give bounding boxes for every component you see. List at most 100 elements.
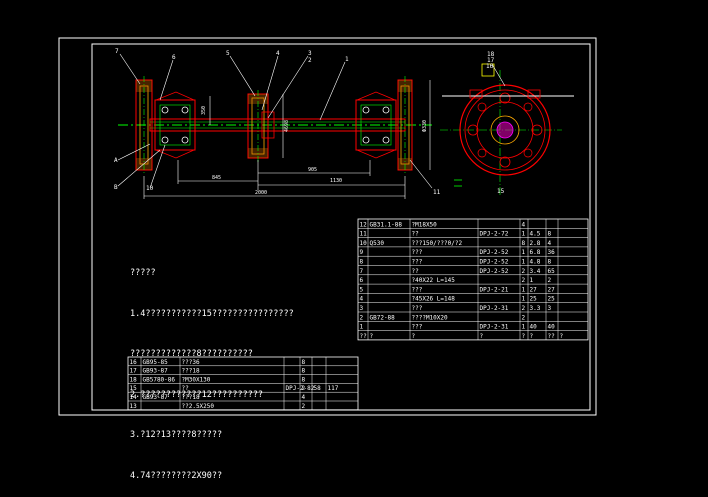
table-cell: ????M10X20 (412, 314, 449, 321)
table-cell: ?? (412, 268, 420, 275)
table-cell: 1 (522, 286, 526, 293)
table-cell: 1 (522, 231, 526, 238)
table-cell: 8 (548, 259, 552, 266)
table-cell: 65 (548, 268, 556, 275)
table-cell: DPJ-2-31 (480, 324, 509, 331)
table-cell: 16 (130, 359, 138, 366)
table-cell: 7 (360, 268, 364, 275)
table-cell: 6 (360, 277, 364, 284)
table-cell: 2 (360, 314, 364, 321)
dim-4698: 4698 (284, 120, 290, 132)
table-cell: ??2.5X250 (182, 403, 215, 410)
table-cell: ?45X26 L=148 (412, 296, 456, 303)
table-cell: 4 (522, 221, 526, 228)
leader-b: B (114, 184, 118, 191)
dim-2000: 2000 (255, 190, 267, 196)
table-cell: 6.8 (530, 249, 541, 256)
table-cell: ?? (412, 231, 420, 238)
note-2: 2.????????????12?????????? (130, 389, 264, 400)
left-bearing (154, 91, 196, 159)
table-cell: 18 (130, 376, 138, 383)
table-cell: ?M18X50 (412, 221, 438, 228)
table-cell: ??? (412, 249, 423, 256)
table-cell: 8 (302, 359, 306, 366)
table-cell: GB72-88 (370, 314, 396, 321)
right-bearing (355, 91, 397, 159)
table-cell: 3 (548, 305, 552, 312)
table-cell: 25 (530, 296, 538, 303)
table-cell: 1 (360, 324, 364, 331)
table-cell: 36 (548, 249, 556, 256)
table-cell: 8 (360, 259, 364, 266)
table-cell: ?? (182, 385, 190, 392)
table-cell: ?? (360, 333, 368, 340)
outer-frame (58, 37, 597, 416)
leader-16: 16 (486, 63, 494, 70)
table-border (357, 218, 589, 341)
table-cell: ?M30X130 (182, 376, 211, 383)
note-title: ????? (130, 268, 156, 278)
cad-drawing: 350 2000 845 4698 905 1130 Ф330 7 6 5 4 … (58, 37, 597, 416)
table-cell: ???18 (182, 394, 200, 401)
leader-3: 3 (308, 50, 312, 57)
table-cell: 15 (130, 385, 138, 392)
table-cell: ???18 (182, 368, 200, 375)
table-cell: ??? (412, 286, 423, 293)
table-cell: 12 (360, 221, 368, 228)
table-cell: DPJ-2-52 (480, 259, 509, 266)
table-cell: 1 (522, 296, 526, 303)
table-cell: ???36 (182, 359, 200, 366)
table-cell: 11 (360, 231, 368, 238)
table-cell: 1 (530, 277, 534, 284)
table-cell: GB93-87 (143, 368, 169, 375)
dim-845: 845 (212, 175, 221, 181)
table-cell: DPJ-2-52 (480, 268, 509, 275)
note-3: 3.?12?13????8????? (130, 430, 223, 440)
leader-lines (117, 53, 433, 189)
table-cell: 13 (130, 403, 138, 410)
table-cell: ? (530, 333, 534, 340)
dim-1130: 1130 (330, 178, 342, 184)
leader-4: 4 (276, 50, 280, 57)
table-cell: 2.8 (530, 240, 541, 247)
table-cell: ? (480, 333, 484, 340)
table-cell: 2 (302, 385, 306, 392)
table-cell: GB95-85 (143, 359, 169, 366)
table-cell: GB31.1-88 (370, 221, 403, 228)
center-pulley (247, 90, 275, 162)
table-cell: ?? (548, 333, 556, 340)
table-cell: 14 (130, 394, 138, 401)
table-cell: DPJ-2-82 (286, 385, 315, 392)
table-cell: 8 (522, 240, 526, 247)
note-1: 1.4???????????15???????????????? (130, 308, 294, 319)
leader-10: 10 (146, 185, 154, 192)
table-cell: 1 (522, 249, 526, 256)
table-cell: 3.4 (530, 268, 541, 275)
table-cell: 40 (548, 324, 556, 331)
table-cell: 2 (522, 268, 526, 275)
dim-phi330: Ф330 (422, 120, 428, 132)
table-cell: GB93-87 (143, 394, 169, 401)
table-cell: DPJ-2-52 (480, 249, 509, 256)
table-cell: ??? (412, 259, 423, 266)
table-cell: 3.3 (530, 305, 541, 312)
leader-2: 2 (308, 57, 312, 64)
table-cell: ? (370, 333, 374, 340)
table-cell: ??? (412, 324, 423, 331)
table-cell: 8 (302, 368, 306, 375)
table-cell: 9 (360, 249, 364, 256)
note-4: 4.74????????2X90?? (130, 470, 223, 481)
table-cell: 4 (548, 240, 552, 247)
table-cell: 2 (522, 305, 526, 312)
table-cell: 1 (522, 259, 526, 266)
table-cell: 10 (360, 240, 368, 247)
table-cell: GB5780-86 (143, 376, 176, 383)
table-cell: 3 (360, 305, 364, 312)
table-cell: Q530 (370, 240, 385, 247)
dim-905: 905 (308, 167, 317, 173)
leader-15: 15 (497, 188, 505, 195)
leader-17: 17 (487, 57, 495, 64)
dimension-lines (143, 80, 431, 199)
